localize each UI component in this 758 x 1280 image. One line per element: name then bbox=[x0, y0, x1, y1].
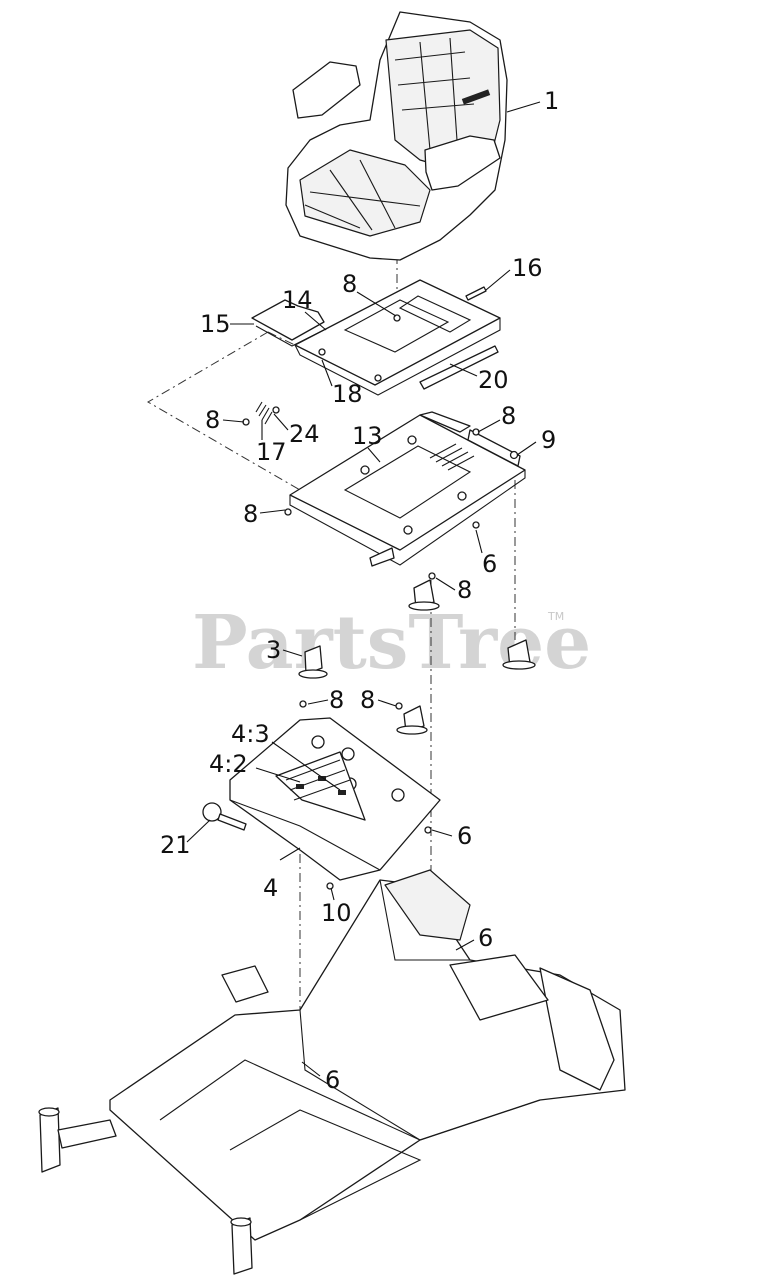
callout-6: 6 bbox=[482, 550, 497, 578]
callout-10: 10 bbox=[321, 899, 352, 927]
callout-4: 4 bbox=[263, 874, 278, 902]
seat-part bbox=[285, 11, 508, 261]
callout-8: 8 bbox=[501, 402, 516, 430]
spring-part bbox=[242, 401, 280, 426]
callout-24: 24 bbox=[289, 420, 320, 448]
callout-4-2: 4:2 bbox=[209, 750, 248, 778]
chassis-frame-part bbox=[38, 869, 626, 1275]
callout-4-3: 4:3 bbox=[231, 720, 270, 748]
bracket-part bbox=[251, 299, 325, 347]
callout-6: 6 bbox=[457, 822, 472, 850]
callout-20: 20 bbox=[478, 366, 509, 394]
callout-9: 9 bbox=[541, 426, 556, 454]
callout-3: 3 bbox=[266, 636, 281, 664]
pin-part bbox=[465, 286, 487, 301]
leader-lines bbox=[186, 101, 541, 1077]
callout-8: 8 bbox=[342, 270, 357, 298]
callout-16: 16 bbox=[512, 254, 543, 282]
watermark-text: PartsTree bbox=[192, 600, 591, 686]
callout-15: 15 bbox=[200, 310, 231, 338]
callout-8: 8 bbox=[360, 686, 375, 714]
callout-8: 8 bbox=[205, 406, 220, 434]
callout-21: 21 bbox=[160, 831, 191, 859]
callout-13: 13 bbox=[352, 422, 383, 450]
seat-plate-part bbox=[294, 279, 501, 396]
watermark-trademark: TM bbox=[547, 610, 564, 623]
deck-plate-part bbox=[229, 717, 441, 881]
key-part bbox=[202, 802, 247, 831]
callout-6: 6 bbox=[478, 924, 493, 952]
callout-labels: 1 16 8 14 20 18 15 8 24 17 8 9 13 8 6 8 … bbox=[160, 87, 559, 1094]
callout-18: 18 bbox=[332, 380, 363, 408]
callout-8: 8 bbox=[329, 686, 344, 714]
callout-6: 6 bbox=[325, 1066, 340, 1094]
callout-1: 1 bbox=[544, 87, 559, 115]
suspension-frame-part bbox=[289, 411, 526, 567]
callout-8: 8 bbox=[243, 500, 258, 528]
isolator-mount-part bbox=[298, 579, 536, 735]
callout-17: 17 bbox=[256, 438, 287, 466]
callout-14: 14 bbox=[282, 286, 313, 314]
callout-8: 8 bbox=[457, 576, 472, 604]
